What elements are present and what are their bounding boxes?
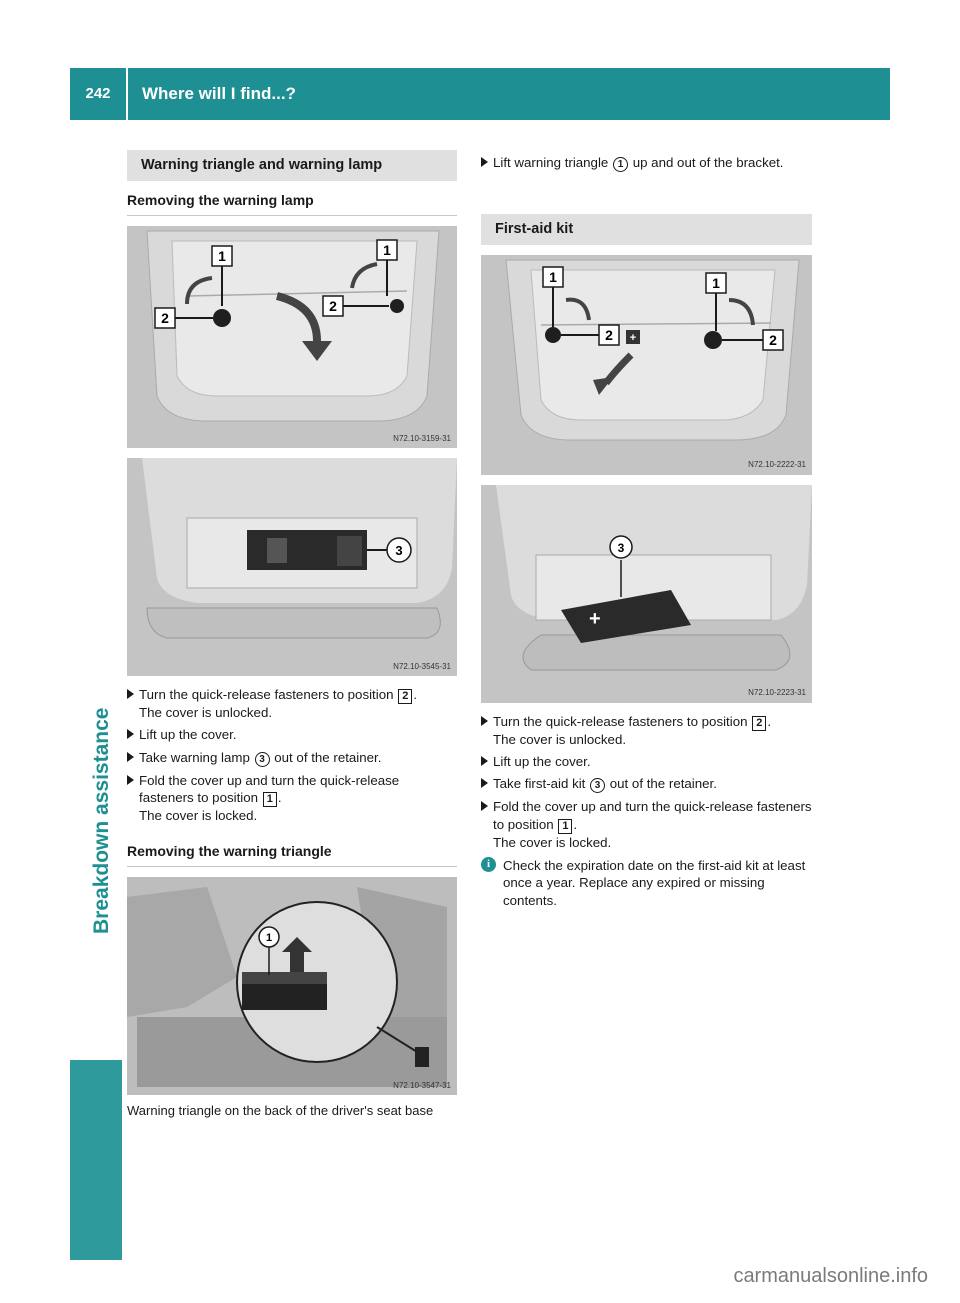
position-badge: 1: [262, 791, 277, 807]
figure-code: N72.10-3547-31: [393, 1080, 451, 1090]
arrow-icon: [127, 774, 134, 785]
subhead-warning-lamp: Removing the warning lamp: [127, 191, 457, 217]
callout-3: 3: [618, 541, 625, 555]
arrow-icon: [127, 751, 134, 762]
step-1: Turn the quick-release fasteners to posi…: [481, 713, 812, 748]
first-aid-cross-icon: +: [630, 332, 636, 344]
step-lift-triangle: Lift warning triangle 1 up and out of th…: [481, 154, 812, 172]
step-result: The cover is locked.: [493, 834, 612, 850]
figure-warning-lamp-retainer: 3 N72.10-3545-31: [127, 458, 457, 677]
callout-circle: 3: [590, 778, 606, 794]
page-number: 242: [70, 68, 128, 120]
arrow-icon: [127, 689, 134, 700]
arrow-icon: [481, 756, 488, 767]
step-result: The cover is locked.: [139, 807, 258, 823]
figure-warning-triangle: 1 N72.10-3547-31: [127, 877, 457, 1096]
figure-caption: Warning triangle on the back of the driv…: [127, 1103, 434, 1119]
figure-code: N72.10-3545-31: [393, 661, 451, 671]
callout-circle: 1: [613, 157, 628, 172]
side-label-container: Breakdown assistance: [70, 124, 122, 1054]
figure-code: N72.10-2222-31: [748, 460, 806, 470]
section-title-first-aid: First-aid kit: [481, 214, 812, 245]
steps-first-aid: Turn the quick-release fasteners to posi…: [481, 713, 812, 851]
position-badge: 2: [398, 689, 413, 705]
retainer-illustration: 3: [127, 458, 457, 677]
callout-3: 3: [395, 543, 402, 558]
arrow-icon: [481, 715, 488, 726]
chapter-title: Where will I find...?: [142, 83, 296, 103]
position-badge: 2: [752, 715, 767, 731]
step-2: Lift up the cover.: [481, 753, 812, 770]
callout-2b: 2: [329, 298, 337, 314]
arrow-icon: [481, 157, 488, 167]
step-result: The cover is unlocked.: [493, 731, 627, 747]
callout-2a: 2: [161, 310, 169, 326]
arrow-icon: [127, 729, 134, 740]
callout-1a: 1: [218, 248, 226, 264]
step-1: Turn the quick-release fasteners to posi…: [127, 686, 457, 721]
callout-2a: 2: [605, 327, 613, 343]
left-column: Warning triangle and warning lamp Removi…: [127, 150, 457, 1120]
step-result: The cover is unlocked.: [139, 705, 273, 721]
cover-illustration-2: + 1 1 2 2: [481, 254, 812, 475]
callout-1: 1: [266, 932, 272, 944]
figure-code: N72.10-3159-31: [393, 433, 451, 443]
first-aid-cross-icon: +: [589, 608, 601, 630]
arrow-icon: [481, 801, 488, 812]
callout-2b: 2: [769, 332, 777, 348]
side-tab: [70, 1060, 122, 1260]
watermark: carmanualsonline.info: [733, 1265, 928, 1287]
position-badge: 1: [558, 818, 573, 834]
header-bar: 242 Where will I find...?: [70, 68, 890, 120]
figure-code: N72.10-2223-31: [748, 688, 806, 698]
callout-1b: 1: [383, 242, 391, 258]
section-title-warning: Warning triangle and warning lamp: [127, 150, 457, 181]
figure-first-aid-cover: + 1 1 2 2 N72.10-2222-31: [481, 254, 812, 475]
info-icon: i: [481, 856, 496, 872]
step-4: Fold the cover up and turn the quick-rel…: [481, 798, 812, 851]
step-4: Fold the cover up and turn the quick-rel…: [127, 772, 457, 825]
side-label: Breakdown assistance: [90, 707, 113, 934]
info-note: i Check the expiration date on the first…: [481, 856, 812, 909]
callout-1b: 1: [712, 275, 720, 291]
seat-illustration: 1: [127, 877, 457, 1096]
figure-first-aid-retainer: + 3 N72.10-2223-31: [481, 484, 812, 703]
step-2: Lift up the cover.: [127, 726, 457, 743]
arrow-icon: [481, 778, 488, 789]
steps-warning-lamp: Turn the quick-release fasteners to posi…: [127, 686, 457, 824]
first-aid-retainer-illustration: + 3: [481, 484, 812, 703]
step-3: Take first-aid kit 3 out of the retainer…: [481, 775, 812, 794]
callout-1a: 1: [549, 269, 557, 285]
cover-illustration-1: 1 1 2 2: [127, 226, 457, 449]
right-column: Lift warning triangle 1 up and out of th…: [481, 150, 812, 909]
subhead-warning-triangle: Removing the warning triangle: [127, 842, 457, 868]
callout-circle: 3: [254, 751, 270, 767]
info-text: Check the expiration date on the first-a…: [503, 857, 806, 908]
step-3: Take warning lamp 3 out of the retainer.: [127, 749, 457, 767]
figure-warning-lamp-cover: 1 1 2 2 N72.10-3159-31: [127, 226, 457, 449]
